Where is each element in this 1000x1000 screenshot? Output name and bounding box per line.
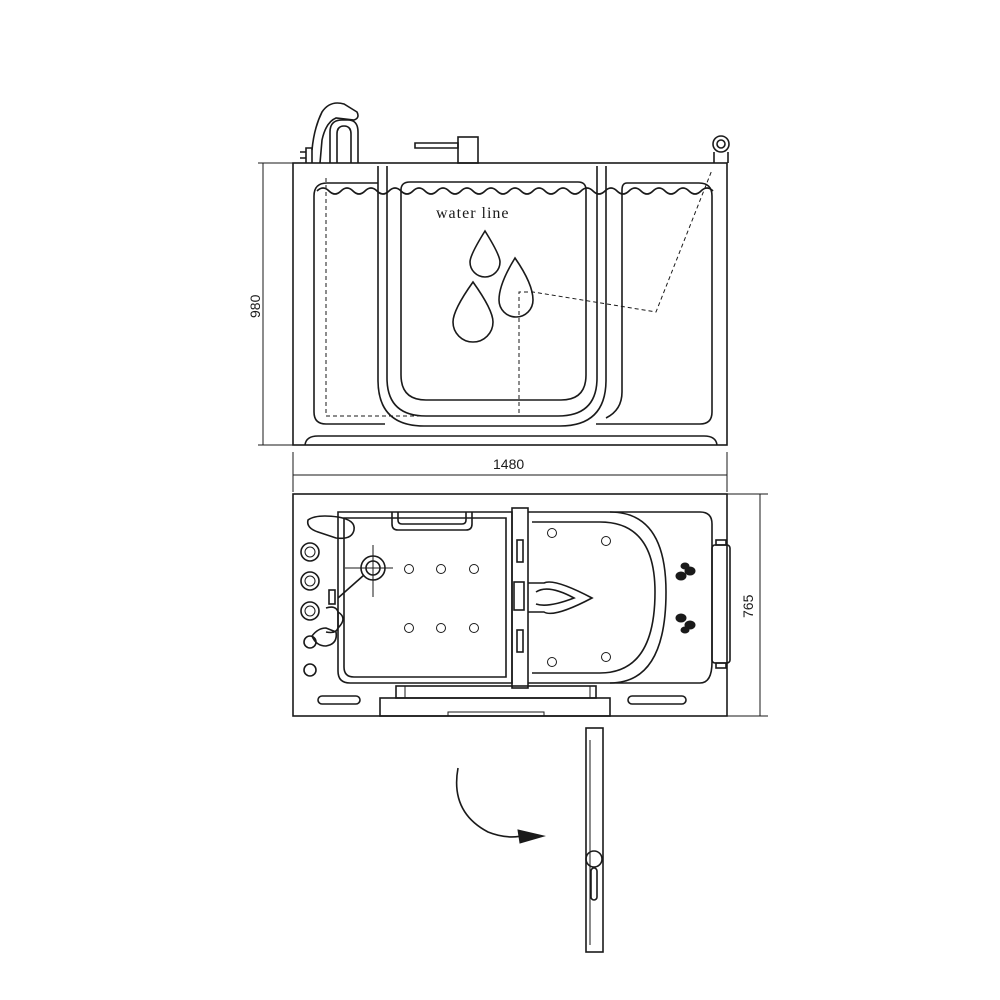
faucet-icon	[300, 102, 359, 164]
overflow-knob-icon	[712, 135, 730, 163]
water-drop-icon	[469, 229, 501, 278]
door-divider	[511, 507, 529, 689]
door-handle-knob	[585, 850, 603, 868]
right-basin-back	[610, 511, 713, 684]
control-button[interactable]	[303, 635, 317, 649]
control-button[interactable]	[300, 601, 320, 621]
bottom-slot-left	[317, 695, 361, 705]
door-handle-inner	[535, 588, 576, 606]
front-elevation: water line 9	[247, 102, 730, 446]
grab-handle-top	[391, 512, 473, 531]
door-inner-panel	[400, 181, 587, 401]
spout-icon	[414, 136, 479, 164]
door-panel-swung	[585, 727, 604, 953]
bottom-slot-right	[627, 695, 687, 705]
door-latch	[516, 539, 524, 563]
width-dimension: 1480	[292, 452, 728, 492]
pillow-tab	[715, 539, 727, 546]
control-button[interactable]	[303, 663, 317, 677]
plan-view: 765	[292, 493, 768, 717]
mixer-valve	[328, 589, 336, 605]
door-sill	[379, 685, 611, 717]
water-line-label: water line	[436, 205, 510, 222]
control-button[interactable]	[300, 571, 320, 591]
drain-icon	[337, 545, 393, 599]
right-chamber	[596, 182, 713, 425]
tub-base	[304, 435, 718, 446]
tub-body-outline	[292, 162, 728, 446]
height-dimension-label: 980	[247, 294, 263, 318]
door-outer-frame	[377, 166, 607, 427]
swing-arrow	[455, 767, 527, 838]
right-basin-inner	[532, 521, 656, 674]
door-mid-frame	[386, 166, 598, 417]
open-door-view	[455, 727, 604, 953]
depth-dimension: 765	[727, 493, 768, 717]
plumbing-dashed-line	[325, 169, 713, 417]
door-handle	[528, 581, 594, 615]
door-handle-grip	[590, 867, 598, 901]
control-button[interactable]	[300, 542, 320, 562]
right-basin	[528, 511, 667, 684]
faucet-plan-icon	[306, 515, 355, 647]
left-chamber	[313, 182, 385, 425]
swing-arrow-head	[517, 829, 546, 844]
back-jets	[675, 562, 696, 634]
grab-handle-top-inner	[397, 512, 467, 525]
door-latch	[516, 629, 524, 653]
water-drop-icon	[498, 256, 534, 318]
depth-dimension-label: 765	[740, 594, 756, 618]
water-drop-icon	[452, 280, 494, 343]
water-line-wave	[316, 187, 714, 195]
control-buttons	[300, 542, 320, 677]
height-dimension: 980	[247, 162, 293, 446]
pillow-tab	[715, 662, 727, 669]
left-basin-inner	[343, 517, 507, 678]
width-dimension-label: 1480	[493, 456, 524, 472]
left-basin	[337, 511, 513, 684]
door-lock	[513, 581, 525, 611]
water-jets	[404, 528, 611, 667]
